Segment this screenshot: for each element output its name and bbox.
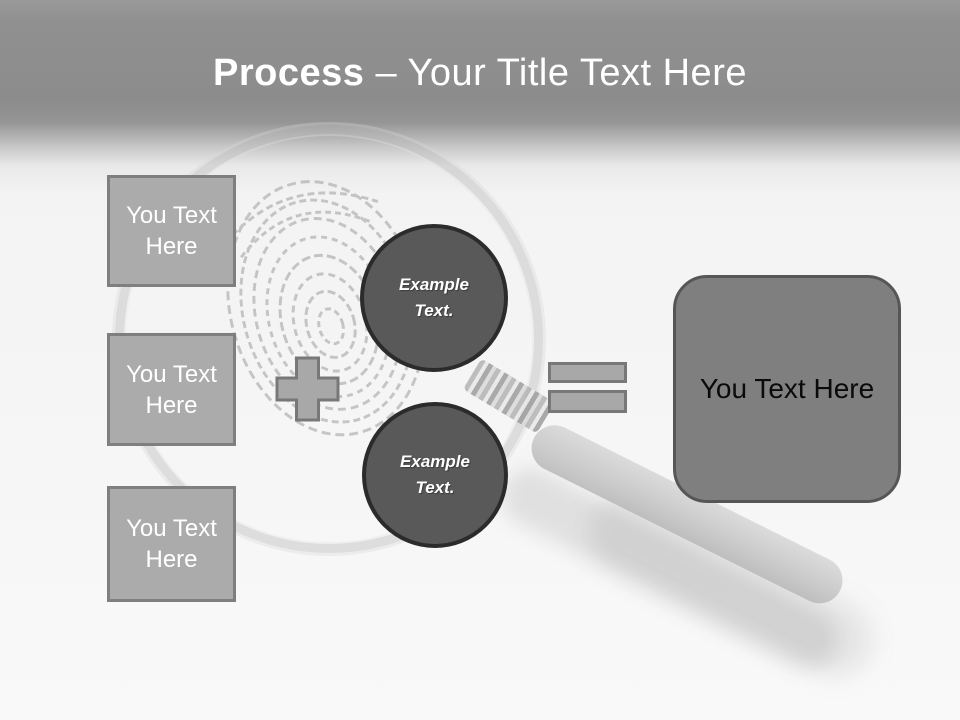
left-box-2-label: You Text Here: [126, 360, 217, 419]
left-box-3[interactable]: You Text Here: [107, 486, 236, 602]
equals-icon: [548, 362, 627, 413]
slide-title: Process – Your Title Text Here: [0, 50, 960, 96]
example-circle-1-label: Example Text.: [399, 275, 469, 320]
left-box-3-label: You Text Here: [126, 515, 217, 573]
example-circle-1[interactable]: Example Text.: [360, 224, 508, 372]
example-circle-2-label: Example Text.: [400, 452, 470, 497]
equals-top-bar: [548, 362, 627, 383]
result-box-label: You Text Here: [699, 373, 875, 404]
left-box-1-label: You Text Here: [126, 202, 217, 260]
plus-icon: [275, 356, 340, 427]
left-box-2[interactable]: You Text Here: [107, 333, 236, 446]
title-subtitle: – Your Title Text Here: [364, 52, 747, 94]
equals-bottom-bar: [548, 390, 627, 413]
title-keyword: Process: [213, 52, 365, 94]
left-box-1[interactable]: You Text Here: [107, 175, 236, 287]
result-box-shadow: [575, 482, 886, 689]
example-circle-2[interactable]: Example Text.: [362, 402, 508, 548]
result-box[interactable]: You Text Here: [673, 275, 901, 503]
